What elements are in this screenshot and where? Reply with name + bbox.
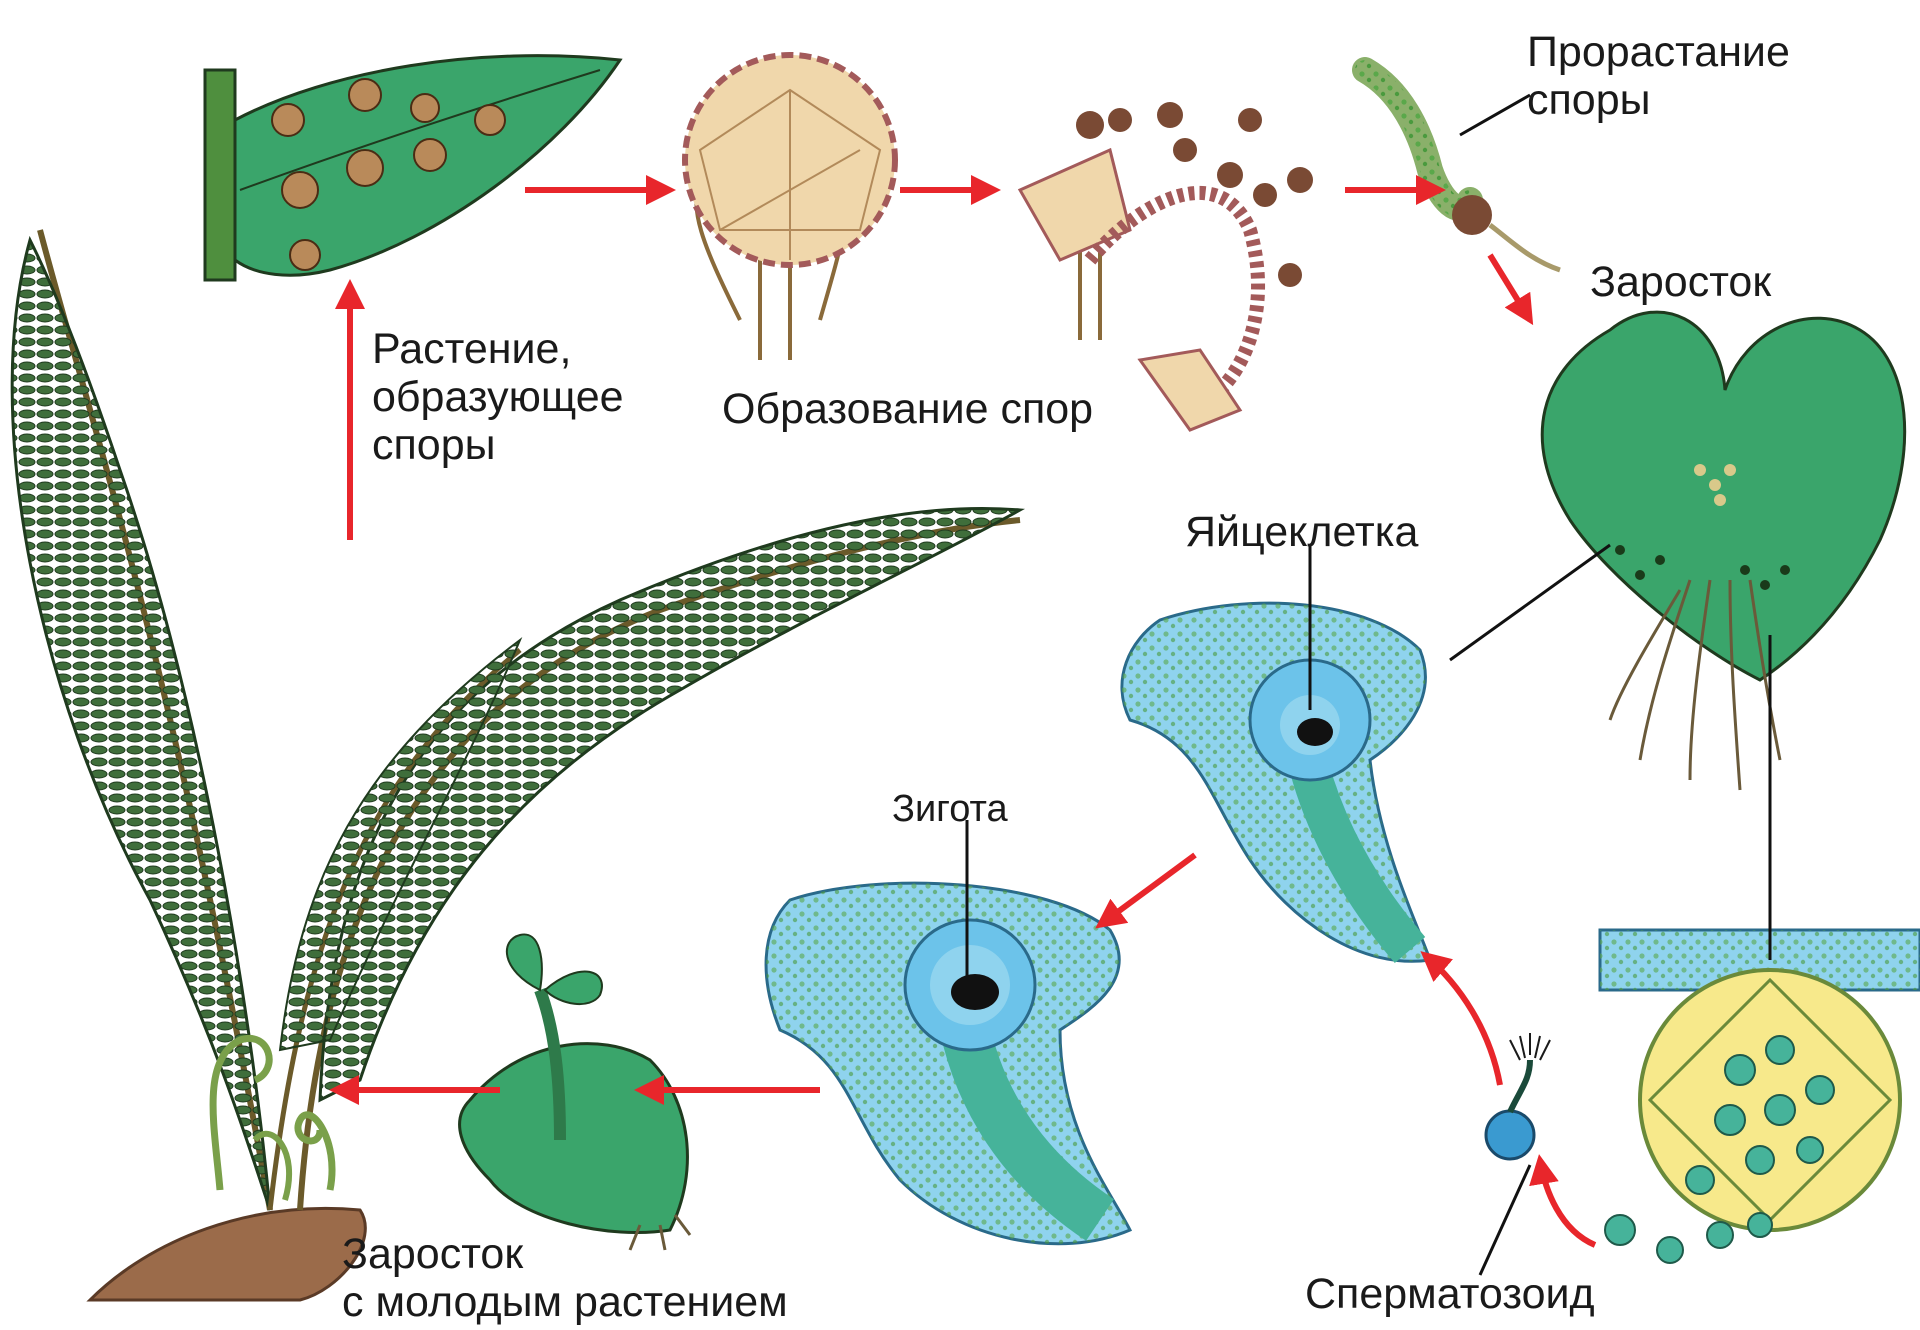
prothallus — [1542, 312, 1904, 790]
antheridium — [1600, 930, 1920, 1263]
label-spore-germination: Прорастание споры — [1527, 28, 1790, 124]
label-spore-plant: Растение, образующее споры — [372, 325, 624, 469]
label-spore-plant-line3: споры — [372, 421, 624, 469]
arrow-sperm-to-egg — [1425, 955, 1500, 1085]
label-zygote: Зигота — [892, 785, 1008, 833]
sporangium — [685, 55, 895, 360]
opened-sporangium — [1020, 102, 1313, 430]
archegonium-egg — [1122, 603, 1430, 961]
label-egg-cell: Яйцеклетка — [1185, 508, 1418, 556]
label-sperm: Сперматозоид — [1305, 1270, 1595, 1318]
label-spore-formation: Образование спор — [722, 385, 1093, 433]
label-young-plant-line1: Заросток — [342, 1230, 788, 1278]
label-young-plant-line2: с молодым растением — [342, 1278, 788, 1326]
label-spore-germination-line2: споры — [1527, 76, 1790, 124]
label-prothallus-text: Заросток — [1590, 258, 1771, 306]
label-spore-formation-text: Образование спор — [722, 385, 1093, 433]
label-spore-plant-line2: образующее — [372, 373, 624, 421]
leaf-with-sori — [205, 56, 620, 280]
arrow-egg-to-zygote — [1100, 855, 1195, 925]
label-zygote-text: Зигота — [892, 785, 1008, 833]
label-sperm-text: Сперматозоид — [1305, 1270, 1595, 1318]
label-spore-plant-line1: Растение, — [372, 325, 624, 373]
sperm — [1486, 1033, 1550, 1159]
label-young-plant: Заросток с молодым растением — [342, 1230, 788, 1326]
archegonium-zygote — [766, 883, 1130, 1244]
label-egg-cell-text: Яйцеклетка — [1185, 508, 1418, 556]
arrow-germination-to-prothallus — [1490, 255, 1530, 320]
label-spore-germination-line1: Прорастание — [1527, 28, 1790, 76]
label-prothallus: Заросток — [1590, 258, 1771, 306]
arrow-antheridium-to-sperm — [1540, 1160, 1595, 1245]
